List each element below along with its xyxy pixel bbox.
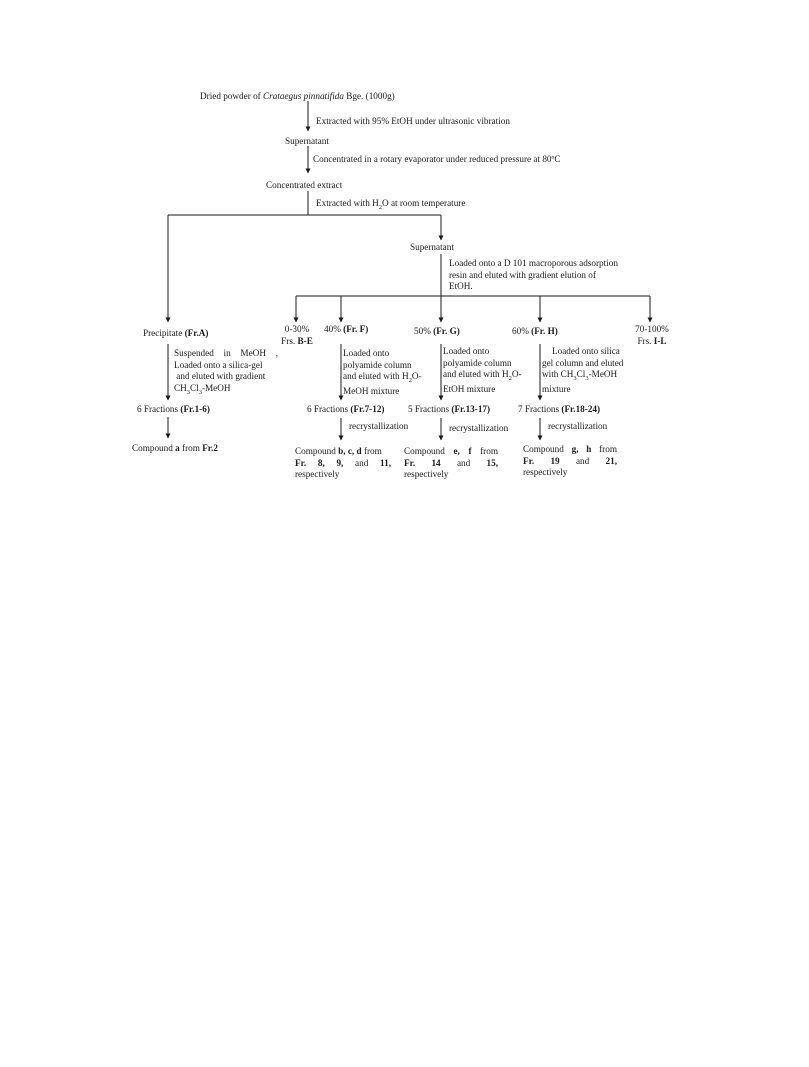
- fractions-f: 6 Fractions (Fr.7-12): [307, 404, 385, 414]
- start-material: Dried powder of Crataegus pinnatifida Bg…: [200, 91, 395, 101]
- step-resin-elution: Loaded onto a D 101 macroporous adsorpti…: [449, 258, 618, 291]
- recryst-h: recrystallization: [548, 421, 608, 431]
- fractions-h: 7 Fractions (Fr.18-24): [518, 404, 601, 414]
- step-concentrate: Concentrated in a rotary evaporator unde…: [313, 154, 561, 164]
- step-column-f: Loaded onto polyamide column and eluted …: [343, 348, 422, 397]
- fraction-50: 50% (Fr. G): [414, 326, 460, 336]
- step-extract-etoh: Extracted with 95% EtOH under ultrasonic…: [316, 116, 510, 126]
- step-column-h: Loaded onto silica gel column and eluted…: [542, 346, 624, 395]
- fractions-a: 6 Fractions (Fr.1-6): [137, 404, 210, 414]
- recryst-g: recrystallization: [449, 423, 509, 433]
- fraction-0-30: 0-30% Frs. B-E: [281, 324, 313, 346]
- recryst-f: recrystallization: [349, 421, 409, 431]
- step-water-extract: Extracted with H2O at room temperature: [316, 198, 466, 211]
- fraction-40: 40% (Fr. F): [324, 324, 369, 334]
- fraction-60: 60% (Fr. H): [512, 326, 558, 336]
- supernatant-1: Supernatant: [285, 136, 329, 146]
- fractions-g: 5 Fractions (Fr.13-17): [408, 404, 491, 414]
- supernatant-2: Supernatant: [410, 242, 454, 252]
- fraction-70-100: 70-100% Frs. I-L: [635, 324, 669, 346]
- concentrated-extract: Concentrated extract: [266, 180, 343, 190]
- step-column-g: Loaded onto polyamide column and eluted …: [443, 346, 522, 395]
- step-column-a: Suspended in MeOH , Loaded onto a silica…: [174, 348, 278, 396]
- compound-a: Compound a from Fr.2: [132, 443, 218, 453]
- precipitate-label: Precipitate (Fr.A): [143, 328, 209, 338]
